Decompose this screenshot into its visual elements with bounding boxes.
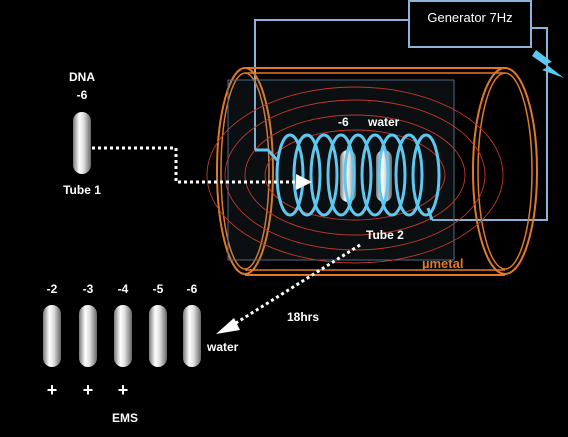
- tube-2-name: Tube 2: [366, 228, 404, 242]
- dilution-label: -4: [117, 282, 129, 296]
- shield-label: µmetal: [422, 256, 464, 271]
- plus-sign: +: [117, 380, 129, 400]
- transfer-arrow-out: [216, 243, 361, 334]
- tube-1-top-label: DNA: [69, 70, 95, 84]
- transfer-arrow-in: [92, 146, 312, 190]
- dilution-label: -6: [186, 282, 198, 296]
- tube-1-dilution: -6: [76, 88, 88, 102]
- ems-label: EMS: [111, 411, 139, 425]
- dilution-label: -3: [82, 282, 94, 296]
- transfer-duration: 18hrs: [287, 310, 320, 324]
- dilution-tubes: [43, 305, 201, 367]
- water-label: water: [207, 340, 239, 354]
- coil: [255, 133, 441, 221]
- mu-metal-cylinder: [216, 67, 538, 276]
- tube-1-graphic: [73, 112, 91, 174]
- generator-wire: [254, 19, 548, 221]
- tube-2-medium: water: [368, 115, 400, 129]
- magnetic-field-lines: [206, 86, 504, 264]
- lightning-icon: [532, 50, 564, 78]
- dilution-label: -5: [152, 282, 164, 296]
- generator-label: Generator 7Hz: [427, 10, 513, 25]
- tube-1-name: Tube 1: [63, 183, 101, 197]
- plus-sign: +: [82, 380, 94, 400]
- tube-2-dilution: -6: [338, 115, 349, 129]
- plus-sign: +: [46, 380, 58, 400]
- dilution-label: -2: [46, 282, 58, 296]
- generator-box: Generator 7Hz: [408, 0, 532, 48]
